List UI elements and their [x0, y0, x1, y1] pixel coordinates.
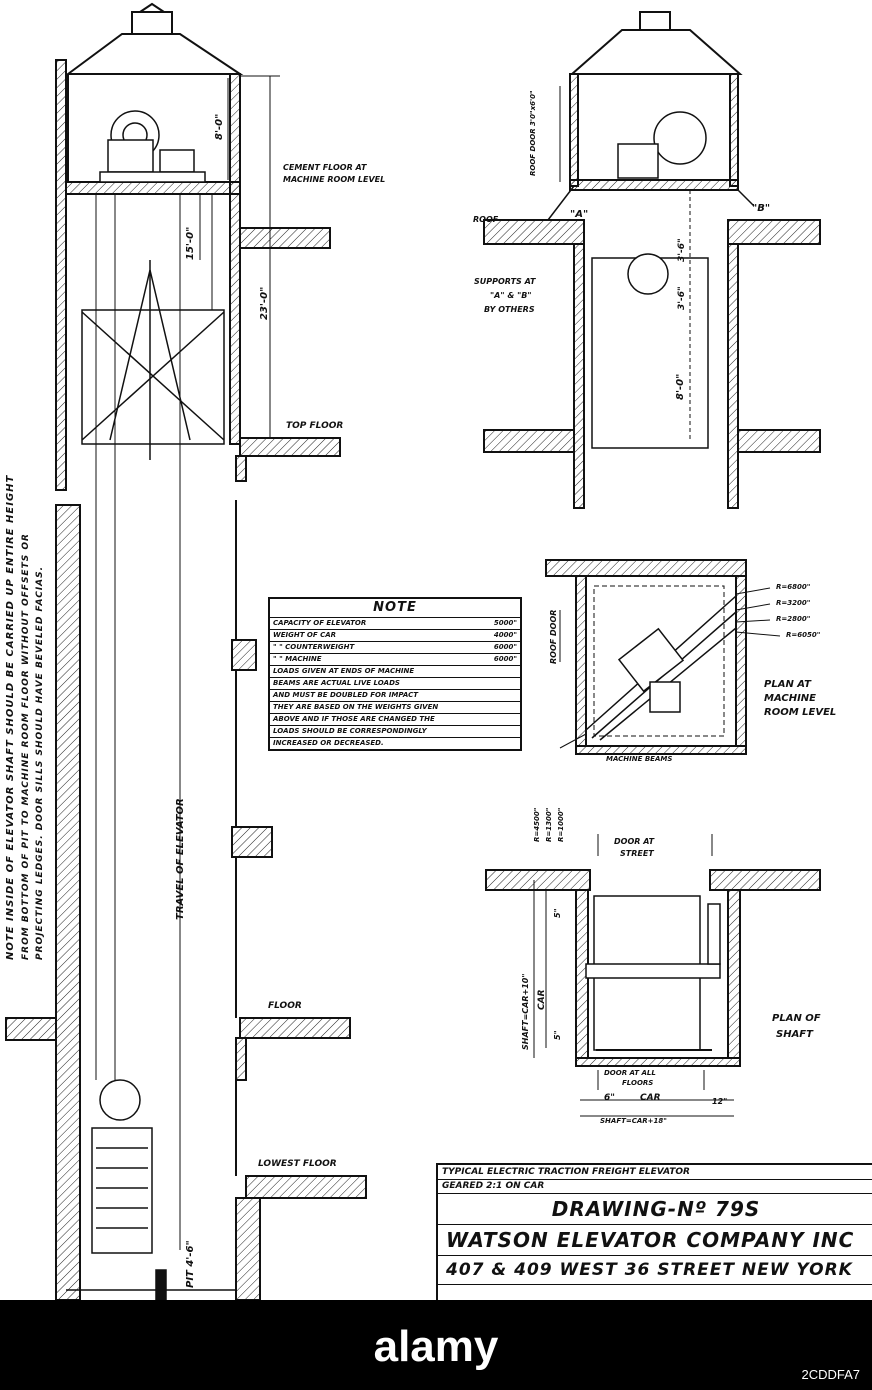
label-floor: FLOOR: [268, 1001, 302, 1011]
label-six-inch: 6": [604, 1093, 615, 1103]
note-row: THEY ARE BASED ON THE WEIGHTS GIVEN: [270, 701, 520, 713]
left-machine: [99, 110, 206, 183]
label-plan-machine: MACHINE: [764, 693, 817, 704]
note-table-title: NOTE: [373, 600, 417, 615]
side-note-line2: FROM BOTTOM OF PIT TO MACHINE ROOM FLOOR…: [21, 533, 31, 960]
reaction-top-1: R=6800": [776, 583, 811, 591]
label-shaft: SHAFT: [776, 1029, 813, 1040]
label-five-inch-top: 5": [553, 908, 562, 918]
reaction-top-2: R=3200": [776, 599, 811, 607]
label-cement-floor: CEMENT FLOOR AT: [283, 163, 367, 172]
right-section-walls: [483, 86, 821, 509]
title-block: TYPICAL ELECTRIC TRACTION FREIGHT ELEVAT…: [436, 1163, 872, 1302]
label-plan-room-level: ROOM LEVEL: [764, 707, 837, 718]
left-counterweight: [66, 1079, 236, 1301]
label-machine-beams: MACHINE BEAMS: [606, 755, 673, 763]
note-row: AND MUST BE DOUBLED FOR IMPACT: [270, 689, 520, 701]
dim-3-6-lower: 3'-6": [677, 286, 687, 310]
left-cupola: [64, 2, 244, 75]
left-dimension-lines: [199, 75, 280, 438]
label-plan-of: PLAN OF: [772, 1013, 821, 1024]
label-door-at: DOOR AT: [614, 837, 655, 846]
title-block-line2: GEARED 2:1 ON CAR: [438, 1180, 872, 1194]
label-door-all-floors-2: FLOORS: [622, 1079, 654, 1087]
label-twelve-inch: 12": [712, 1097, 728, 1106]
footer-brand: alamy: [373, 1322, 499, 1371]
dim-23ft: 23'-0": [259, 286, 270, 320]
left-shaft-walls: [55, 59, 241, 1301]
right-section-cupola: [569, 11, 743, 191]
label-plan-at: PLAN AT: [764, 679, 811, 690]
plan-machine-room: [545, 559, 781, 755]
reaction-top-3: R=2800": [776, 615, 811, 623]
reaction-bottom-3: R=1000": [557, 807, 565, 842]
label-door-all-floors-1: DOOR AT ALL: [604, 1069, 656, 1077]
label-supports-1: SUPPORTS AT: [474, 277, 536, 286]
note-row: ABOVE AND IF THOSE ARE CHANGED THE: [270, 713, 520, 725]
drawing-sheet: [5, 2, 821, 1301]
label-street: STREET: [620, 849, 654, 858]
label-a: "A": [570, 209, 589, 220]
dim-pit: PIT 4'-6": [185, 1240, 196, 1288]
footer-bar: alamy 2CDDFA7: [0, 1300, 872, 1390]
elevator-drawing: [5, 2, 821, 1301]
label-b: "B": [752, 203, 771, 214]
label-car-horizontal: CAR: [640, 1093, 661, 1103]
label-travel-of-elevator: TRAVEL OF ELEVATOR: [175, 798, 186, 920]
dim-8ft-right: 8'-0": [675, 373, 686, 400]
footer-image-id: 2CDDFA7: [801, 1367, 860, 1382]
dim-8ft: 8'-0": [214, 113, 225, 140]
left-car: [81, 260, 225, 460]
label-supports-2: "A" & "B": [490, 291, 532, 300]
label-roof: ROOF: [473, 215, 499, 224]
label-lowest-floor: LOWEST FLOOR: [258, 1159, 337, 1169]
side-note-line3: PROJECTING LEDGES. DOOR SILLS SHOULD HAV…: [35, 565, 45, 960]
title-block-drawing-number: DRAWING-Nº 79S: [438, 1194, 872, 1225]
label-roof-door: ROOF DOOR 3'0"x6'0": [529, 90, 537, 176]
reaction-top-4: R=6050": [786, 631, 821, 639]
note-row: LOADS GIVEN AT ENDS OF MACHINE: [270, 665, 520, 677]
left-ropes: [95, 194, 213, 1250]
plan-of-shaft: [485, 834, 821, 1117]
label-shaft-car-horizontal: SHAFT=CAR+18": [600, 1117, 667, 1125]
dim-15ft: 15'-0": [185, 226, 196, 260]
label-top-floor: TOP FLOOR: [286, 421, 344, 431]
label-five-inch-bottom: 5": [553, 1030, 562, 1040]
reaction-bottom-1: R=4500": [533, 807, 541, 842]
label-roof-door-plan: ROOF DOOR: [549, 609, 558, 664]
title-block-line1: TYPICAL ELECTRIC TRACTION FREIGHT ELEVAT…: [438, 1165, 872, 1180]
label-supports-3: BY OTHERS: [484, 305, 535, 314]
note-row: LOADS SHOULD BE CORRESPONDINGLY: [270, 725, 520, 737]
reaction-bottom-2: R=1300": [545, 807, 553, 842]
note-row: BEAMS ARE ACTUAL LIVE LOADS: [270, 677, 520, 689]
note-row: INCREASED OR DECREASED.: [270, 737, 520, 749]
side-note-line1: NOTE INSIDE OF ELEVATOR SHAFT SHOULD BE …: [5, 474, 16, 960]
title-block-company: WATSON ELEVATOR COMPANY INC: [438, 1225, 872, 1256]
label-car-vertical: CAR: [537, 989, 547, 1010]
label-machine-room-level: MACHINE ROOM LEVEL: [283, 175, 386, 184]
label-shaft-car-vertical: SHAFT=CAR+10": [521, 973, 530, 1051]
title-block-address: 407 & 409 WEST 36 STREET NEW YORK: [438, 1256, 872, 1285]
dim-3-6-upper: 3'-6": [677, 238, 687, 262]
left-floor-slabs: [5, 227, 367, 1301]
